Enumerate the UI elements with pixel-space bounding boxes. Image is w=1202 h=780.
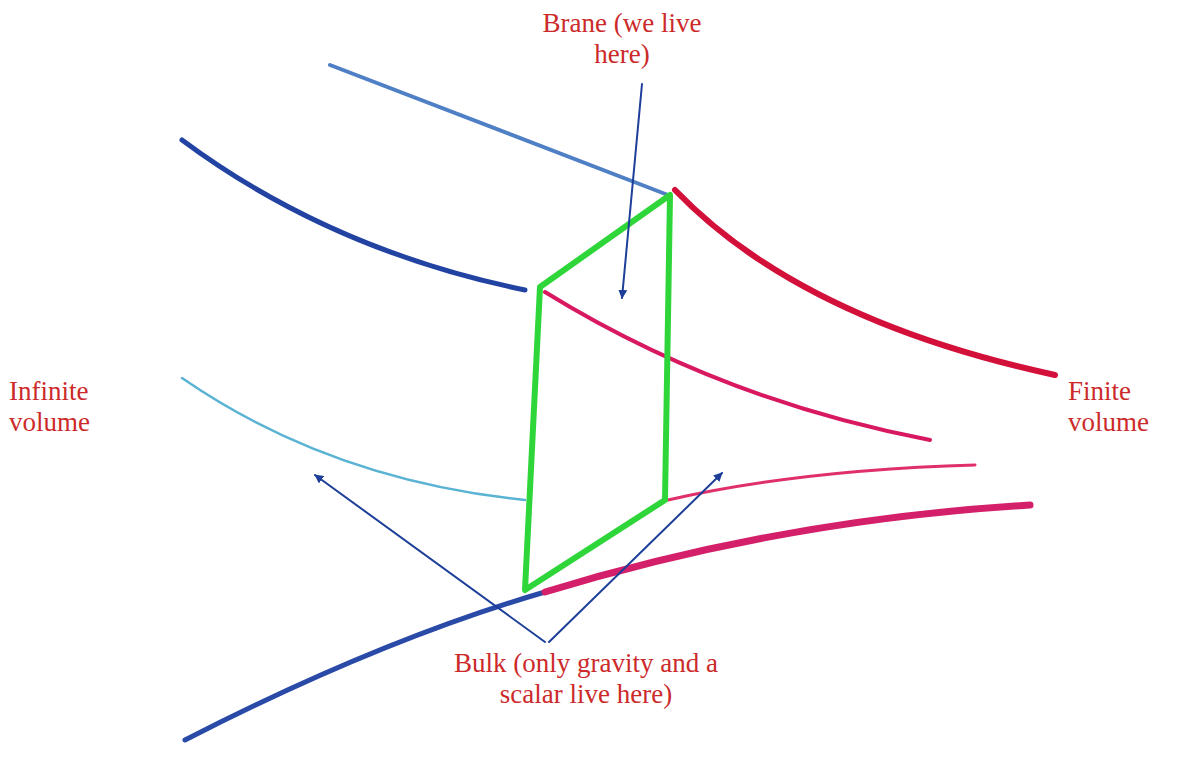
bulk-curve xyxy=(675,190,1055,375)
leader-line xyxy=(315,475,545,642)
bulk-curve xyxy=(545,292,930,440)
region-label: Infinite volume xyxy=(6,376,147,438)
brane-sheet xyxy=(525,195,670,590)
leader-line xyxy=(622,84,642,298)
region-label: Bulk (only gravity and a scalar live her… xyxy=(423,648,749,710)
bulk-curve xyxy=(182,140,525,290)
region-label: Finite volume xyxy=(1065,376,1196,438)
bulk-curve xyxy=(545,505,1030,592)
leader-line xyxy=(549,473,722,642)
bulk-curve xyxy=(330,65,668,195)
region-label: Brane (we live here) xyxy=(529,8,715,70)
bulk-curve xyxy=(668,465,975,500)
bulk-curve xyxy=(182,378,525,500)
